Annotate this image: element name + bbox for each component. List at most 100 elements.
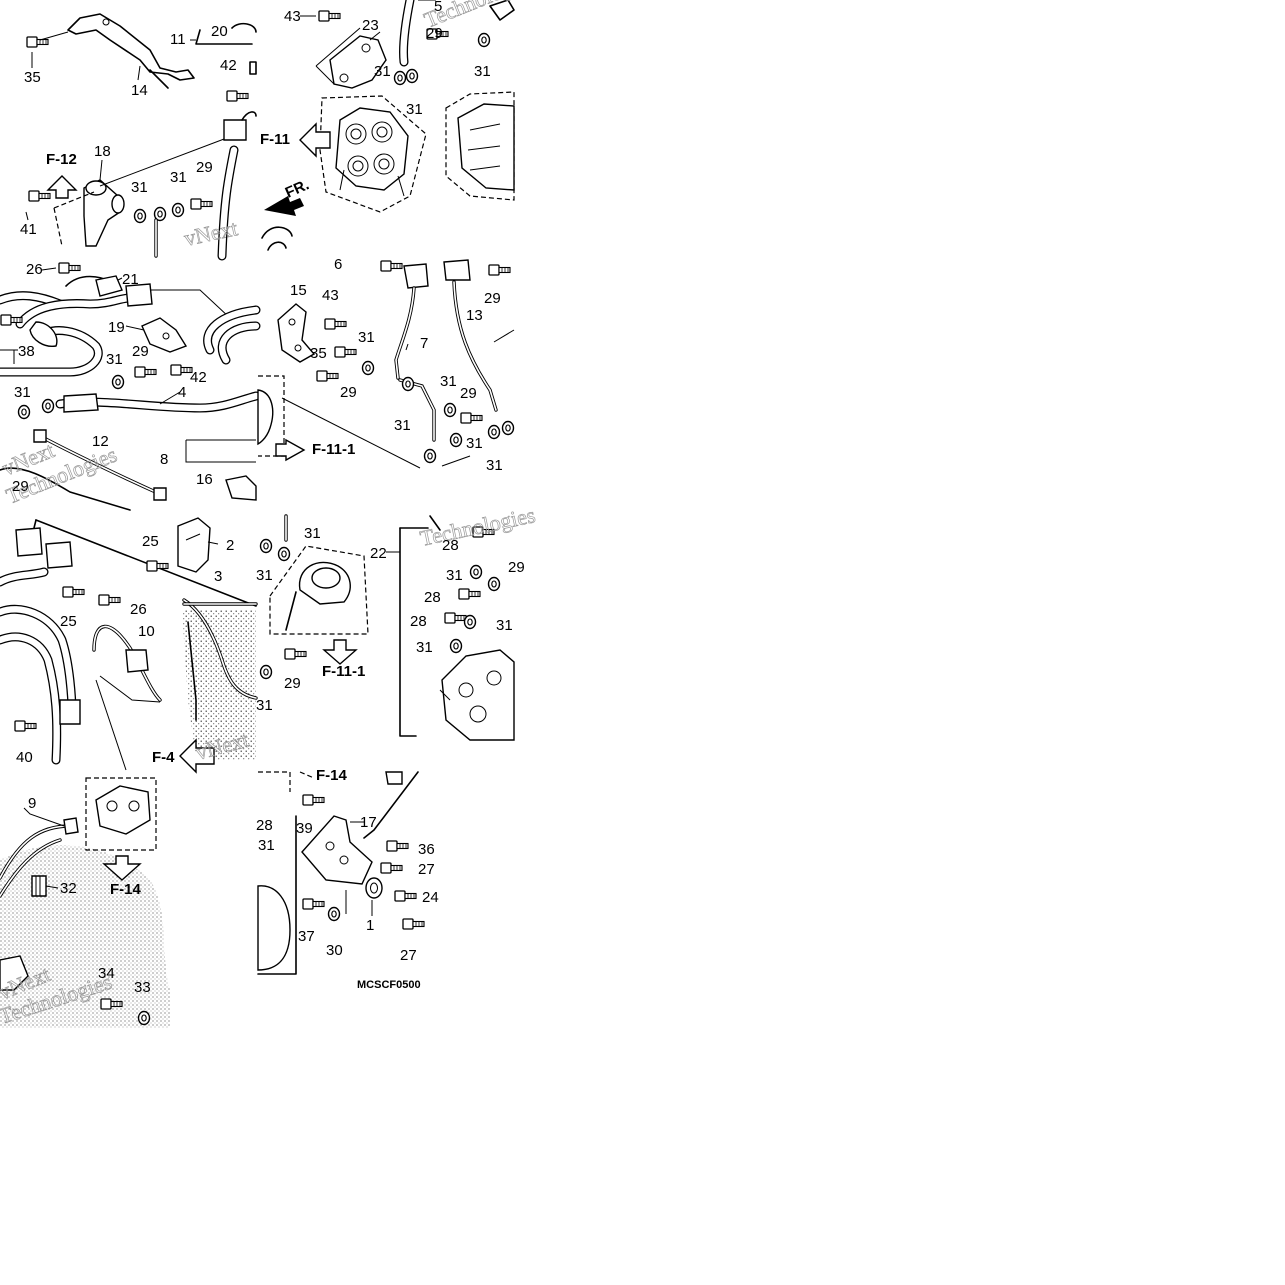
callout-label[interactable]: 41 bbox=[20, 221, 37, 238]
callout-label[interactable]: 31 bbox=[358, 329, 375, 346]
callout-label[interactable]: 17 bbox=[360, 814, 377, 831]
callout-label[interactable]: 28 bbox=[256, 817, 273, 834]
callout-label[interactable]: 31 bbox=[256, 697, 273, 714]
ref-label[interactable]: F-11 bbox=[260, 131, 290, 148]
callout-label[interactable]: 42 bbox=[220, 57, 237, 74]
callout-label[interactable]: 4 bbox=[178, 384, 186, 401]
callout-label[interactable]: 31 bbox=[131, 179, 148, 196]
callout-label[interactable]: 9 bbox=[28, 795, 36, 812]
callout-label[interactable]: 2 bbox=[226, 537, 234, 554]
callout-label[interactable]: 31 bbox=[258, 837, 275, 854]
callout-label[interactable]: 31 bbox=[106, 351, 123, 368]
callout-label[interactable]: 13 bbox=[466, 307, 483, 324]
callout-label[interactable]: 20 bbox=[211, 23, 228, 40]
callout-label[interactable]: 21 bbox=[122, 271, 139, 288]
callout-label[interactable]: 33 bbox=[134, 979, 151, 996]
bolt-35b bbox=[334, 346, 357, 358]
callout-label[interactable]: 28 bbox=[424, 589, 441, 606]
callout-label[interactable]: 31 bbox=[446, 567, 463, 584]
callout-label[interactable]: 1 bbox=[366, 917, 374, 934]
callout-label[interactable]: 19 bbox=[108, 319, 125, 336]
ref-label[interactable]: F-14 bbox=[110, 881, 142, 898]
callout-label[interactable]: 25 bbox=[142, 533, 159, 550]
callout-label[interactable]: 34 bbox=[98, 965, 115, 982]
ref-label[interactable]: F-14 bbox=[316, 767, 348, 784]
callout-label[interactable]: 39 bbox=[296, 820, 313, 837]
callout-label[interactable]: 18 bbox=[94, 143, 111, 160]
ref-label[interactable]: F-11-1 bbox=[312, 441, 355, 458]
ref-label[interactable]: F-12 bbox=[46, 151, 77, 168]
callout-label[interactable]: 31 bbox=[374, 63, 391, 80]
callout-label[interactable]: 26 bbox=[130, 601, 147, 618]
bolt-41 bbox=[28, 190, 51, 202]
callout-label[interactable]: 30 bbox=[326, 942, 343, 959]
callout-label[interactable]: 26 bbox=[26, 261, 43, 278]
callout-label[interactable]: 29 bbox=[460, 385, 477, 402]
callout-label[interactable]: 29 bbox=[12, 478, 29, 495]
callout-label[interactable]: 12 bbox=[92, 433, 109, 450]
callout-label[interactable]: 29 bbox=[484, 290, 501, 307]
callout-label[interactable]: 40 bbox=[16, 749, 33, 766]
tile-upper-center bbox=[261, 0, 515, 251]
callout-label[interactable]: 31 bbox=[486, 457, 503, 474]
callout-label[interactable]: 7 bbox=[420, 335, 428, 352]
callout-label[interactable]: 23 bbox=[362, 17, 379, 34]
callout-label[interactable]: 29 bbox=[132, 343, 149, 360]
callout-label[interactable]: 31 bbox=[474, 63, 491, 80]
callout-label[interactable]: 38 bbox=[18, 343, 35, 360]
washer-30 bbox=[327, 906, 341, 922]
washer-31i bbox=[41, 398, 55, 414]
callout-label[interactable]: 31 bbox=[256, 567, 273, 584]
callout-label[interactable]: 29 bbox=[426, 25, 443, 42]
callout-label[interactable]: 27 bbox=[418, 861, 435, 878]
callout-label[interactable]: 28 bbox=[410, 613, 427, 630]
callout-label[interactable]: 42 bbox=[190, 369, 207, 386]
callout-label[interactable]: 11 bbox=[170, 31, 186, 48]
bracket-23 bbox=[329, 35, 387, 89]
ref-label[interactable]: F-11-1 bbox=[322, 663, 365, 680]
callout-label[interactable]: 22 bbox=[370, 545, 387, 562]
callout-label[interactable]: 36 bbox=[418, 841, 435, 858]
callout-label[interactable]: 3 bbox=[214, 568, 222, 585]
callout-label[interactable]: 31 bbox=[496, 617, 513, 634]
callout-label[interactable]: 6 bbox=[334, 256, 342, 273]
bracket-19 bbox=[141, 317, 188, 353]
callout-label[interactable]: 35 bbox=[24, 69, 41, 86]
callout-label[interactable]: 31 bbox=[170, 169, 187, 186]
callout-label[interactable]: 43 bbox=[284, 8, 301, 25]
callout-label[interactable]: 8 bbox=[160, 451, 168, 468]
callout-label[interactable]: 14 bbox=[131, 82, 148, 99]
callout-label[interactable]: 29 bbox=[508, 559, 525, 576]
callout-label[interactable]: 31 bbox=[440, 373, 457, 390]
washer-31t bbox=[469, 564, 483, 580]
callout-label[interactable]: 31 bbox=[466, 435, 483, 452]
bolt-upper-left bbox=[226, 90, 249, 102]
ref-label[interactable]: F-4 bbox=[152, 749, 175, 766]
callout-label[interactable]: 16 bbox=[196, 471, 213, 488]
callout-label[interactable]: 32 bbox=[60, 880, 77, 897]
callout-label[interactable]: 15 bbox=[290, 282, 307, 299]
bolt-26b bbox=[98, 594, 121, 606]
callout-label[interactable]: 29 bbox=[340, 384, 357, 401]
callout-label[interactable]: 5 bbox=[434, 0, 442, 15]
callout-label[interactable]: 27 bbox=[400, 947, 417, 964]
bolt-29e bbox=[316, 370, 339, 382]
callout-label[interactable]: 29 bbox=[196, 159, 213, 176]
bracket-17 bbox=[301, 815, 373, 885]
callout-label[interactable]: 43 bbox=[322, 287, 339, 304]
callout-label[interactable]: 31 bbox=[14, 384, 31, 401]
callout-label[interactable]: 24 bbox=[422, 889, 439, 906]
callout-label[interactable]: 25 bbox=[60, 613, 77, 630]
callout-label[interactable]: 28 bbox=[442, 537, 459, 554]
callout-label[interactable]: 31 bbox=[394, 417, 411, 434]
callout-label[interactable]: 37 bbox=[298, 928, 315, 945]
callout-label[interactable]: 31 bbox=[416, 639, 433, 656]
bolt-42a bbox=[170, 364, 193, 376]
bolt-29d bbox=[488, 264, 511, 276]
bolt-29c bbox=[134, 366, 157, 378]
callout-label[interactable]: 35 bbox=[310, 345, 327, 362]
callout-label[interactable]: 31 bbox=[304, 525, 321, 542]
callout-label[interactable]: 31 bbox=[406, 101, 423, 118]
callout-label[interactable]: 29 bbox=[284, 675, 301, 692]
callout-label[interactable]: 10 bbox=[138, 623, 155, 640]
